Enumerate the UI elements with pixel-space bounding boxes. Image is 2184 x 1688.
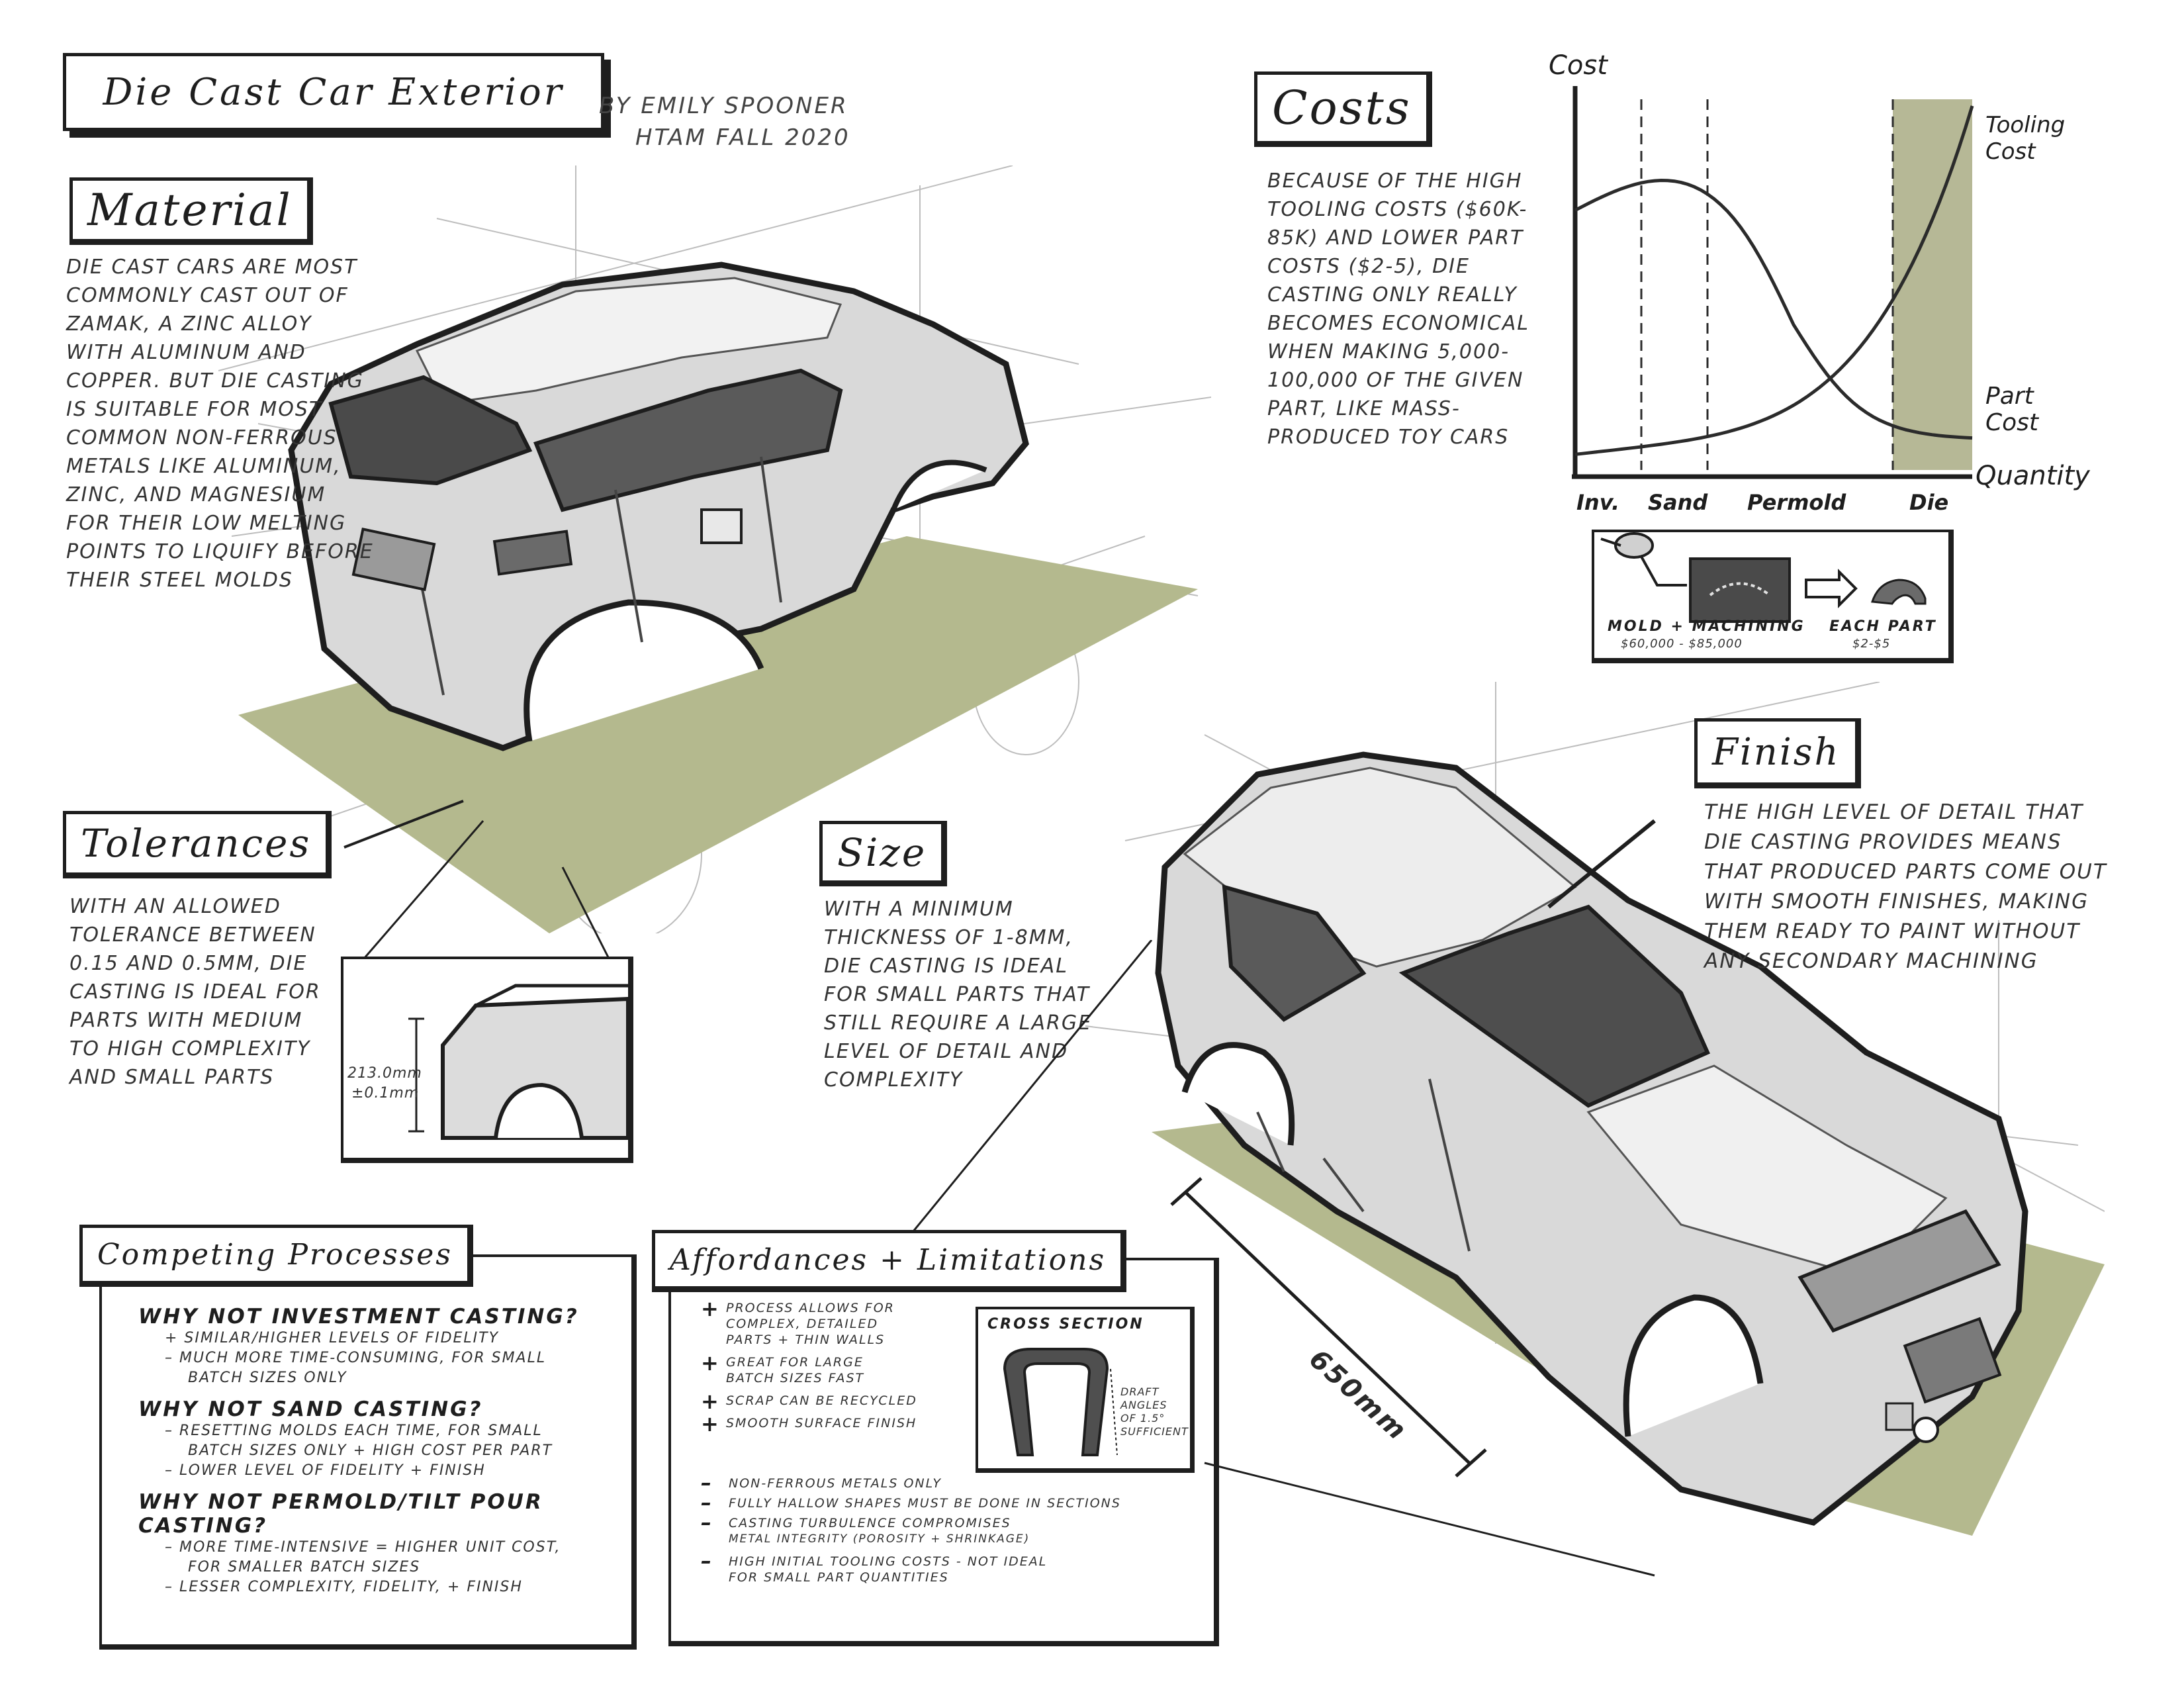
competing-q3-item3: – Lesser complexity, fidelity, + finish — [165, 1579, 523, 1595]
zone-label-die: Die — [1909, 490, 1948, 515]
competing-q2-item3: – Lower level of fidelity + finish — [165, 1462, 486, 1479]
finish-text: The high level of detail that die castin… — [1704, 800, 2107, 973]
part-label: Each Part — [1829, 618, 1937, 635]
pro-item-4: + Smooth surface finish — [701, 1411, 917, 1436]
competing-q2: Why not sand casting? — [138, 1397, 483, 1421]
course: HTAM Fall 2020 — [635, 124, 850, 151]
legend-tooling-line1: Tooling — [1985, 112, 2065, 138]
finish-heading: Finish — [1712, 730, 1841, 774]
x-axis-label: Quantity — [1976, 461, 2091, 491]
legend-tooling-line2: Cost — [1985, 138, 2036, 165]
tolerances-text: With an allowed tolerance between 0.15 a… — [69, 895, 321, 1089]
tolerance-leader-lines — [343, 800, 610, 959]
competing-q3: Why not permold/tilt pour casting? — [138, 1490, 543, 1538]
competing-processes-panel: Why not investment casting? + Similar/hi… — [99, 1254, 637, 1650]
affordances-heading-box: Affordances + Limitations — [652, 1230, 1127, 1292]
series-tooling-cost-line — [1574, 105, 1974, 456]
con-item-1: – Non-ferrous metals only — [701, 1470, 942, 1495]
legend-part-line2: Cost — [1985, 409, 2040, 436]
size-heading-box: Size — [819, 821, 948, 886]
zone-label-sand: Sand — [1648, 490, 1708, 515]
competing-q1-item1: + Similar/higher levels of fidelity — [165, 1330, 500, 1346]
competing-content: Why not investment casting? + Similar/hi… — [138, 1305, 615, 1597]
cost-chart: Cost Quantity Tooling Cost Part Cost Inv… — [1549, 50, 2091, 515]
competing-q2-item1: – Resetting molds each time, for small — [165, 1423, 543, 1439]
costs-text: Because of the high tooling costs ($60k-… — [1267, 169, 1529, 449]
tolerance-dimension-value: 213.0mm — [347, 1065, 422, 1082]
pro-item-3: + Scrap can be recycled — [701, 1389, 917, 1414]
dimension-line-650 — [1183, 1190, 1471, 1464]
con-item-3: – Casting turbulence compromises metal i… — [701, 1510, 1030, 1546]
cross-section-label: Cross Section — [987, 1316, 1144, 1333]
competing-heading: Competing Processes — [97, 1237, 453, 1272]
competing-q3-item1: – More time-intensive = higher unit cost… — [165, 1539, 561, 1556]
competing-q1: Why not investment casting? — [138, 1305, 579, 1329]
affordances-heading: Affordances + Limitations — [670, 1243, 1107, 1277]
con-item-2: – Fully hallow shapes must be done in se… — [701, 1490, 1121, 1515]
costs-heading-box: Costs — [1254, 71, 1432, 147]
y-axis-label: Cost — [1549, 50, 1608, 81]
tolerances-heading-box: Tolerances — [63, 811, 332, 878]
mold-cost: $60,000 - $85,000 — [1621, 637, 1743, 651]
tolerance-dimension-tol: ±0.1mm — [351, 1085, 420, 1102]
pro-item-1: + Process allows for complex, detailed p… — [701, 1296, 895, 1347]
tolerance-inset-drawing — [408, 984, 628, 1140]
pros-list: + Process allows for complex, detailed p… — [701, 1296, 952, 1436]
ground-plane — [238, 536, 1198, 933]
size-text: With a minimum thickness of 1-8mm, die c… — [824, 898, 1093, 1092]
competing-q3-item2: for smaller batch sizes — [188, 1559, 421, 1575]
competing-q1-item3: batch sizes only — [188, 1370, 347, 1386]
mold-process-drawing — [1600, 532, 1927, 623]
cross-section-drawing — [1003, 1348, 1118, 1456]
material-heading-box: Material — [69, 177, 313, 245]
car-front-illustration — [1085, 682, 2105, 1536]
finish-heading-box: Finish — [1694, 718, 1861, 788]
costs-heading: Costs — [1272, 81, 1412, 135]
affordances-panel: + Process allows for complex, detailed p… — [668, 1258, 1219, 1646]
die-zone — [1893, 99, 1972, 470]
competing-q2-item2: batch sizes only + high cost per part — [188, 1442, 553, 1459]
con-item-4: – High initial tooling costs - not ideal… — [701, 1548, 1048, 1585]
cross-section-inset: Cross Section Draft angles of 1.5° suffi… — [976, 1307, 1195, 1473]
panel-leader-lines — [913, 940, 1655, 1577]
tolerance-inset: 213.0mm ±0.1mm — [341, 957, 633, 1163]
mold-process-panel: Mold + Machining $60,000 - $85,000 Each … — [1592, 530, 1954, 663]
material-text: Die cast cars are most commonly cast out… — [66, 256, 374, 592]
tolerances-heading: Tolerances — [81, 821, 312, 866]
series-part-cost-line — [1574, 178, 1973, 440]
part-cost: $2-$5 — [1852, 637, 1891, 651]
material-heading: Material — [87, 184, 293, 236]
zone-label-permold: Permold — [1747, 490, 1846, 515]
author: By Emily Spooner — [599, 93, 848, 119]
legend-part-line1: Part — [1985, 383, 2035, 410]
pro-item-2: + Great for large batch sizes fast — [701, 1350, 865, 1385]
competing-heading-box: Competing Processes — [79, 1225, 473, 1287]
page-title: Die Cast Car Exterior — [103, 70, 565, 114]
car-rear-illustration — [218, 165, 1211, 933]
competing-q1-item2: – Much more time-consuming, for small — [165, 1350, 547, 1366]
cons-list: – Non-ferrous metals only – Fully hallow… — [701, 1470, 1191, 1585]
zone-label-inv: Inv. — [1576, 490, 1619, 515]
draft-note: Draft angles of 1.5° sufficient — [1120, 1385, 1189, 1438]
page-title-box: Die Cast Car Exterior — [63, 53, 604, 131]
size-heading: Size — [837, 829, 927, 875]
mold-label: Mold + Machining — [1608, 618, 1805, 635]
